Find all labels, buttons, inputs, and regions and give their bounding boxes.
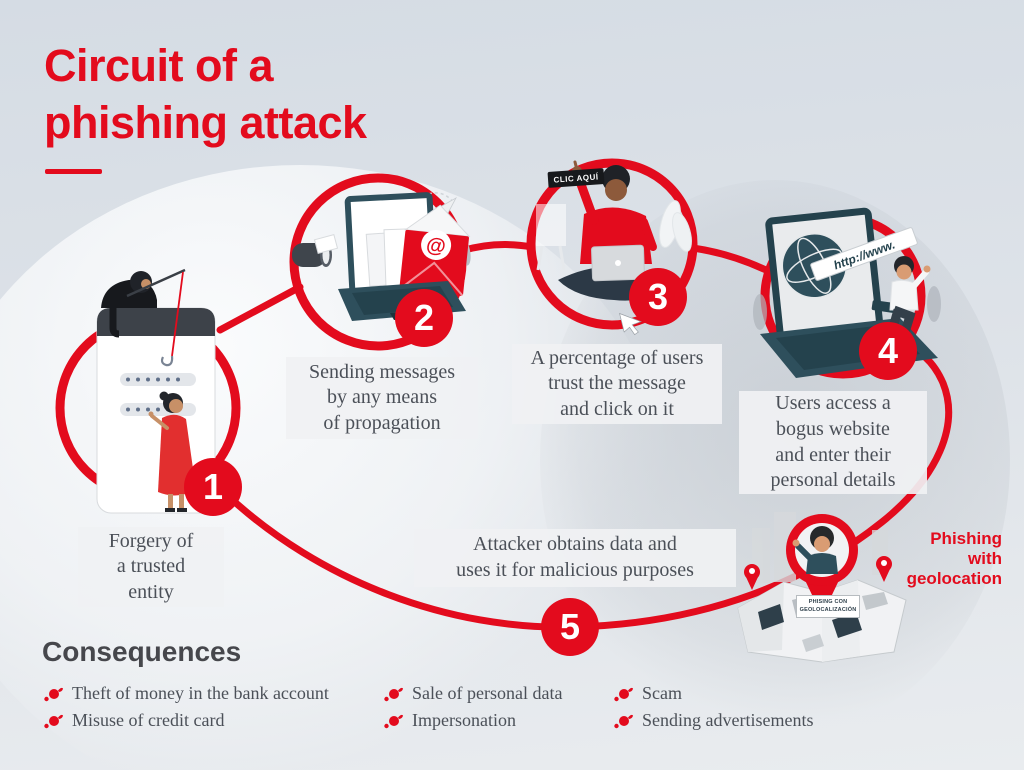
consequences-heading: Consequences <box>42 636 242 667</box>
consequence-text: Sending advertisements <box>642 710 814 730</box>
mailbox-icon <box>292 231 339 267</box>
step-2-badge: 2 <box>395 289 453 347</box>
consequence-text: Sale of personal data <box>412 683 563 703</box>
fishing-rod <box>126 268 186 298</box>
phone-top-bar <box>97 308 215 336</box>
bogus-website-illustration: http://www. <box>753 207 941 378</box>
map-pin-icon <box>876 556 892 582</box>
hook-bullet-icon <box>44 714 63 728</box>
pointing-finger <box>573 160 579 172</box>
step-4-badge: 4 <box>859 322 917 380</box>
step-5-badge: 5 <box>541 598 599 656</box>
face <box>605 179 627 201</box>
consequence-text: Scam <box>642 683 682 703</box>
hook-bullet-icon <box>44 687 63 701</box>
consequence-item: Scam <box>614 683 682 704</box>
fishing-line <box>171 271 184 357</box>
consequence-item: Impersonation <box>384 710 516 731</box>
title-underline <box>45 169 102 174</box>
step-1-caption: Forgery of a trusted entity <box>78 527 224 607</box>
hook-bullet-icon <box>614 687 633 701</box>
step-2-caption: Sending messages by any means of propaga… <box>286 357 478 439</box>
connector-1-2 <box>216 283 304 334</box>
big-location-pin <box>786 514 858 616</box>
at-symbol: @ <box>425 234 447 258</box>
map-pin-label: PHISING CON GEOLOCALIZACIÓN <box>796 595 860 618</box>
consequence-item: Misuse of credit card <box>44 710 224 731</box>
step-1-badge: 1 <box>184 458 242 516</box>
page-title: Circuit of a phishing attack <box>44 40 367 148</box>
step-5-caption: Attacker obtains data and uses it for ma… <box>414 529 736 587</box>
hook-bullet-icon <box>384 714 403 728</box>
step-3-badge: 3 <box>629 268 687 326</box>
phishing-geolocation-note: Phishing with geolocation <box>906 529 1002 589</box>
cursor-hand-icon <box>619 312 642 336</box>
hook-bullet-icon <box>384 687 403 701</box>
consequence-item: Theft of money in the bank account <box>44 683 329 704</box>
step-ring-3 <box>526 158 698 330</box>
red-email-envelope: @ <box>398 204 471 297</box>
hook-bullet-icon <box>614 714 633 728</box>
connector-3-4 <box>689 244 772 275</box>
plant-leaves <box>659 200 692 252</box>
consequence-text: Theft of money in the bank account <box>72 683 329 703</box>
phone-phishing-illustration <box>96 268 216 514</box>
consequence-item: Sale of personal data <box>384 683 562 704</box>
consequence-text: Impersonation <box>412 710 516 730</box>
fishing-hook-icon <box>160 355 174 367</box>
step-4-caption: Users access a bogus website and enter t… <box>739 391 927 494</box>
map-pin-icon <box>744 564 760 590</box>
step-3-caption: A percentage of users trust the message … <box>512 344 722 424</box>
consequence-text: Misuse of credit card <box>72 710 225 730</box>
consequence-item: Sending advertisements <box>614 710 813 731</box>
